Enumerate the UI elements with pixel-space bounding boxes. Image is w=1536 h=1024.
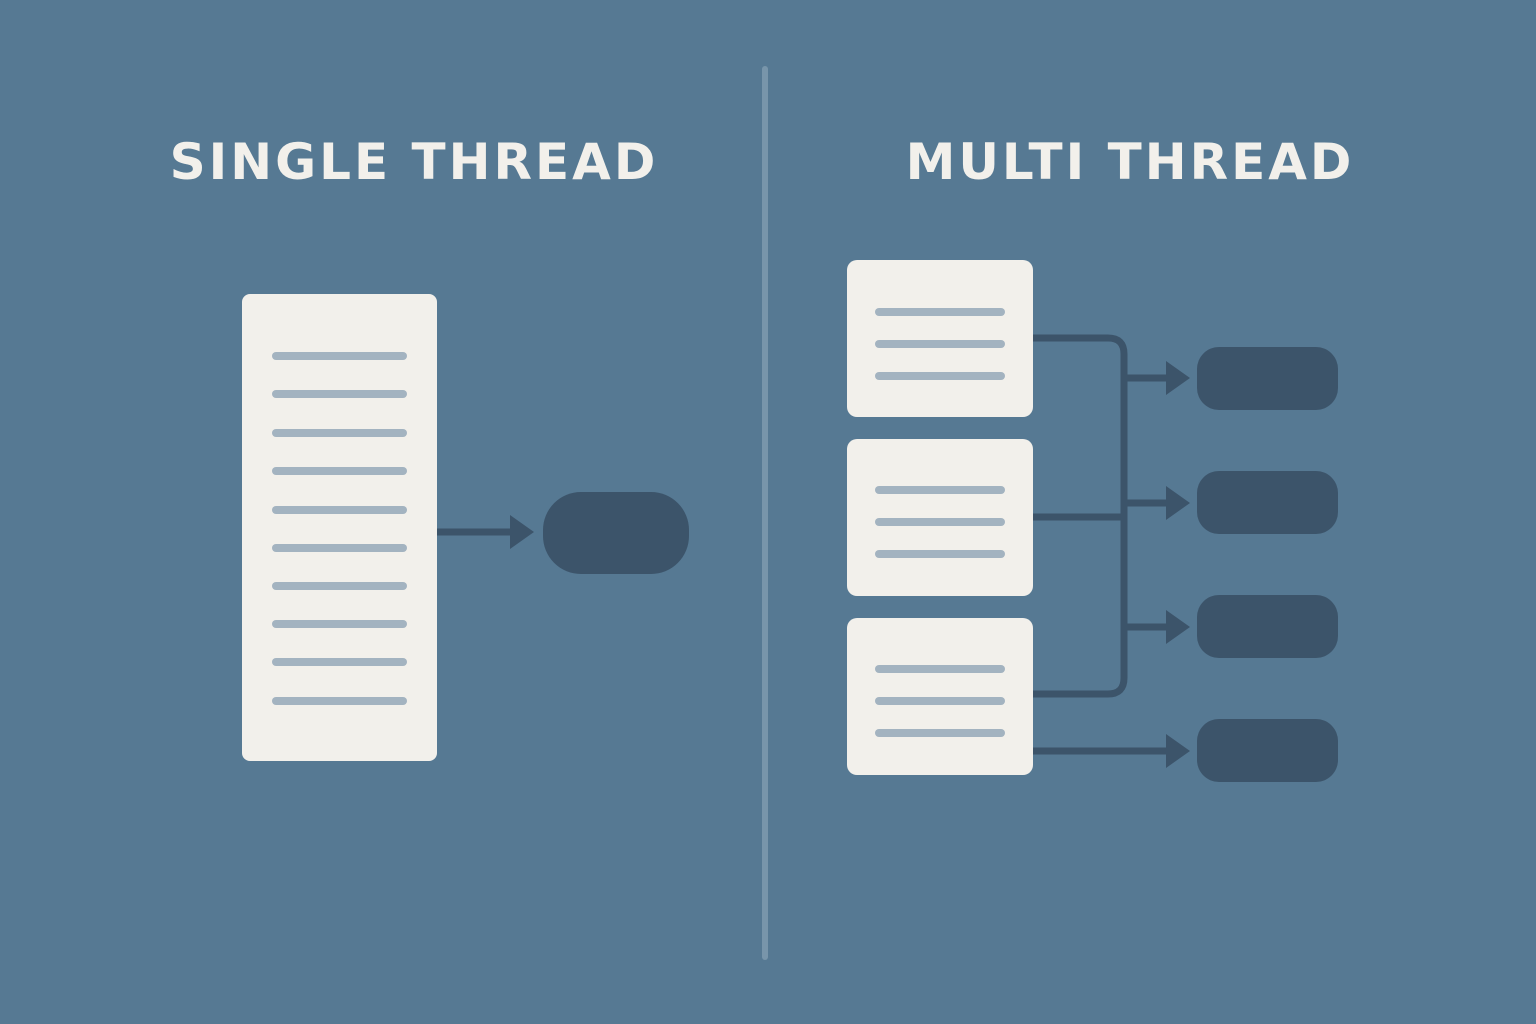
- multi-connector: [1033, 334, 1128, 698]
- multi-arrow-2: [1124, 486, 1190, 520]
- multi-arrow-3: [1124, 610, 1190, 644]
- multi-arrow-1: [1124, 361, 1190, 395]
- multi-arrow-4: [1033, 734, 1190, 768]
- multi-thread-panel: MULTI THREAD: [768, 0, 1536, 1024]
- single-arrow: [437, 515, 534, 549]
- panel-divider: [762, 66, 768, 960]
- multi-output-block-3: [1197, 595, 1338, 658]
- multi-task-card-2: [847, 439, 1033, 596]
- single-task-card: [242, 294, 437, 761]
- multi-output-block-2: [1197, 471, 1338, 534]
- single-thread-panel: SINGLE THREAD: [0, 0, 764, 1024]
- single-task-lines: [272, 352, 407, 705]
- multi-task-card-3: [847, 618, 1033, 775]
- single-output-block: [543, 492, 689, 574]
- multi-task-card-1: [847, 260, 1033, 417]
- multi-output-block-4: [1197, 719, 1338, 782]
- single-thread-title: SINGLE THREAD: [169, 133, 659, 191]
- multi-output-block-1: [1197, 347, 1338, 410]
- multi-thread-title: MULTI THREAD: [905, 133, 1355, 191]
